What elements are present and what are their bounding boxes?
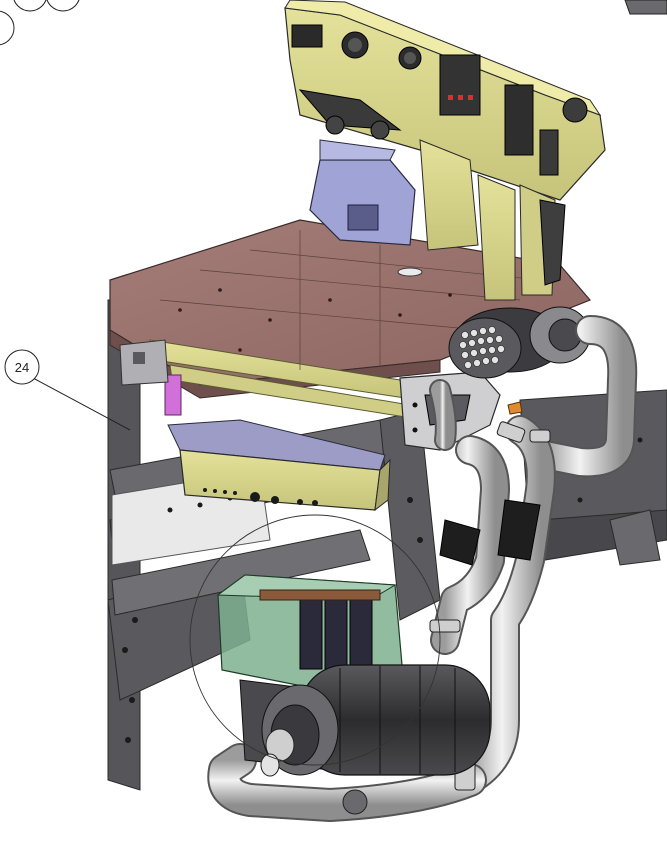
engine-unit bbox=[239, 664, 491, 777]
left-bracket bbox=[119, 339, 169, 386]
callout-partial-b-label: 17 bbox=[56, 0, 70, 2]
dashboard-console bbox=[284, 0, 606, 301]
air-intake-assembly bbox=[448, 306, 591, 379]
callout-24-leader bbox=[32, 377, 131, 431]
pipe-network bbox=[207, 315, 638, 822]
orange-fitting bbox=[507, 401, 523, 415]
control-box bbox=[167, 419, 391, 512]
callout-partial-a-label: 16 bbox=[23, 0, 37, 2]
callout-partial-b: 17 bbox=[46, 0, 80, 12]
magenta-bracket bbox=[164, 374, 182, 416]
lavender-enclosure bbox=[309, 139, 416, 246]
callout-24-label: 24 bbox=[15, 360, 29, 375]
corner-part bbox=[624, 0, 667, 15]
battery-box bbox=[216, 574, 403, 691]
callout-partial-c bbox=[0, 10, 15, 46]
callout-24-bubble bbox=[4, 349, 40, 385]
callout-24: 24 bbox=[4, 349, 131, 431]
rubber-sleeves bbox=[439, 499, 541, 566]
callout-partial-a: 16 bbox=[13, 0, 47, 12]
detail-circle bbox=[189, 514, 441, 766]
